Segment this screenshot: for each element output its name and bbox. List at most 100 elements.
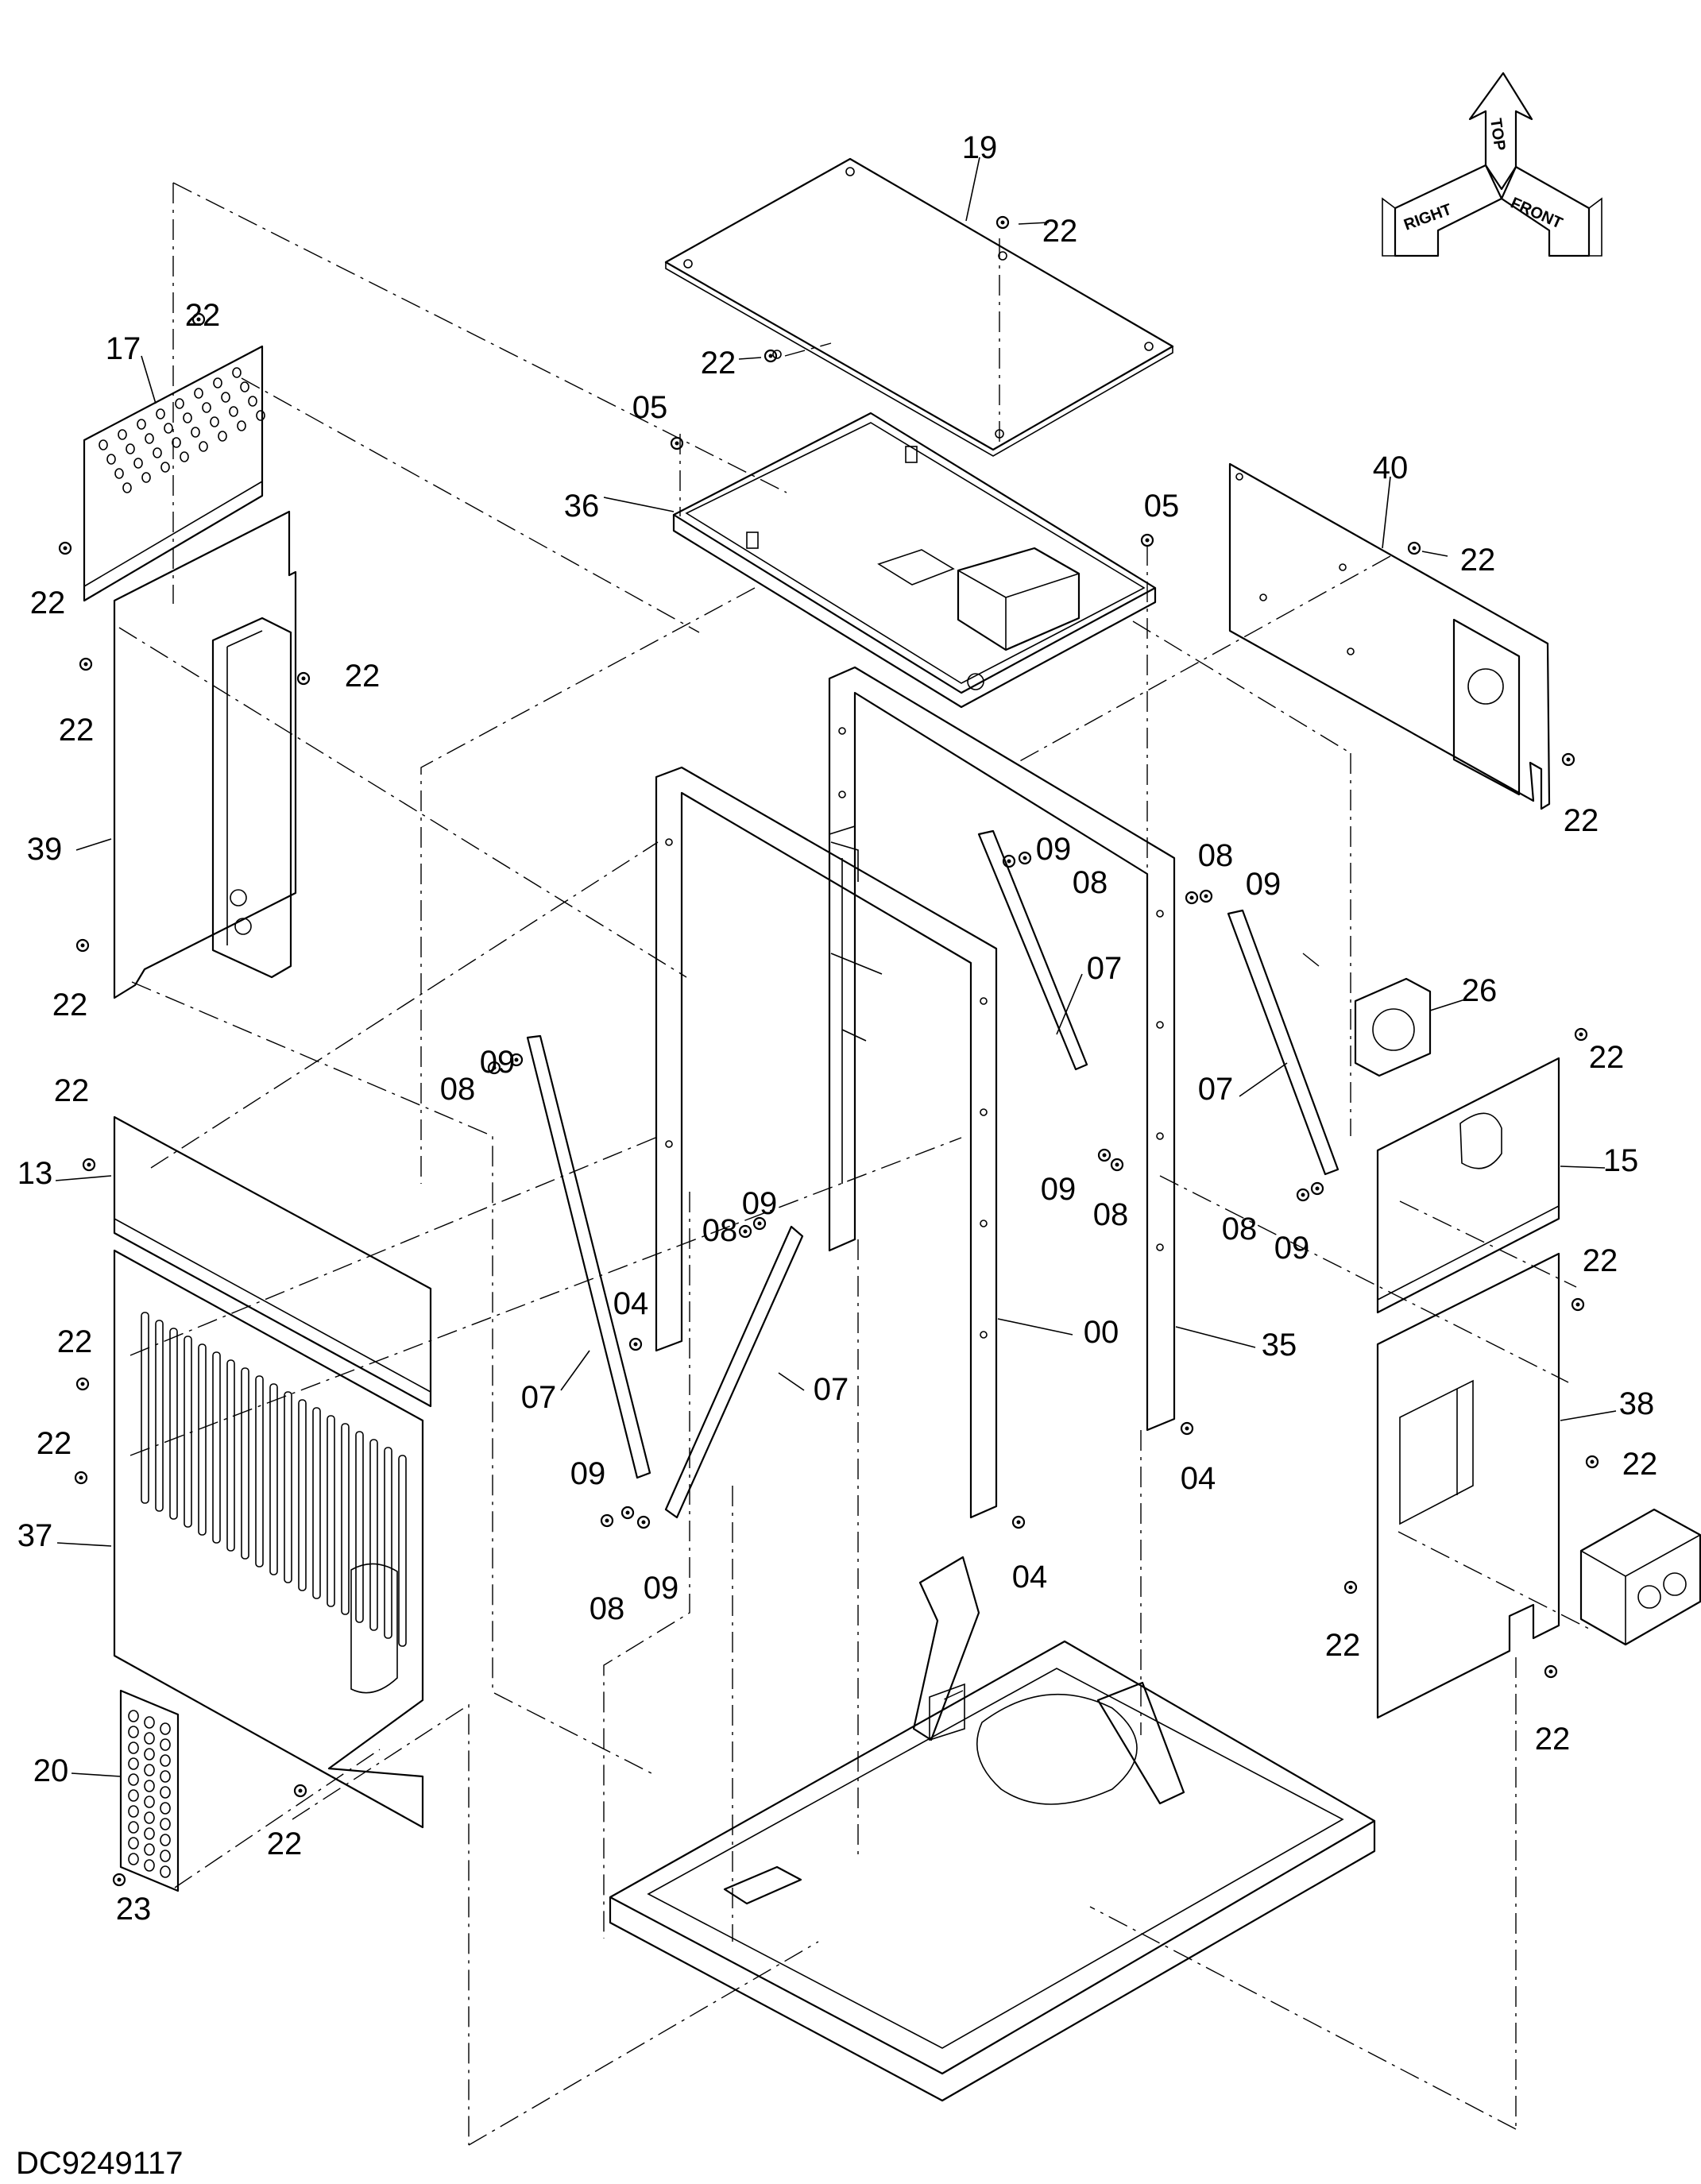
callout-label: 08	[1093, 1197, 1129, 1232]
perforation	[164, 423, 173, 434]
callout-label: 09	[742, 1186, 778, 1221]
callout-label: 15	[1603, 1143, 1639, 1178]
perforation	[128, 1741, 139, 1754]
louvre-slot	[226, 1359, 235, 1552]
perforation	[160, 1865, 171, 1878]
fasteners	[58, 215, 1599, 1887]
callout-label: 22	[267, 1826, 303, 1861]
bolt-center	[80, 1382, 85, 1386]
callout-label: 09	[644, 1571, 679, 1606]
callout-label: 26	[1462, 973, 1498, 1008]
bolt-icon	[1310, 1181, 1324, 1196]
callout-label: 22	[1583, 1243, 1618, 1278]
perforation	[160, 1738, 171, 1751]
diagonal-stays	[526, 829, 1340, 1519]
bolt-icon	[1140, 533, 1154, 547]
bolt-icon	[191, 312, 206, 327]
callout-label: 08	[1222, 1212, 1258, 1247]
perforation	[156, 408, 165, 419]
perforation	[144, 1796, 155, 1808]
perforation	[256, 410, 265, 421]
bolt-icon	[620, 1506, 635, 1520]
bolt-center	[675, 441, 679, 446]
callout-label: 19	[962, 130, 998, 165]
perforation	[202, 402, 211, 413]
bolt-center	[196, 317, 201, 322]
perforation	[144, 1748, 155, 1761]
bolt-center	[633, 1342, 638, 1347]
louvre-slot	[255, 1375, 264, 1567]
bolt-center	[768, 354, 773, 358]
bolt-center	[1189, 895, 1194, 900]
perforation	[128, 1853, 139, 1865]
callout-label: 40	[1373, 450, 1409, 485]
bolt-center	[1348, 1585, 1353, 1590]
perforation	[160, 462, 170, 473]
perforation	[128, 1805, 139, 1818]
left-side-panel	[113, 510, 297, 999]
bolt-center	[1315, 1186, 1320, 1191]
bolt-icon	[79, 657, 93, 671]
perforation	[160, 1722, 171, 1735]
louvre-slot	[369, 1439, 378, 1631]
right-middle-panel	[1376, 1057, 1560, 1314]
perforation	[144, 1811, 155, 1824]
perforation	[99, 439, 108, 450]
callout-label: 09	[570, 1456, 606, 1491]
callout-label: 20	[33, 1753, 69, 1788]
callout-label: 22	[1535, 1722, 1571, 1757]
callout-label: 09	[480, 1045, 516, 1080]
louvre-slot	[355, 1431, 364, 1623]
louvre-slot	[327, 1415, 335, 1607]
drawing-code: DC9249117	[16, 2146, 184, 2181]
bolt-center	[1579, 1032, 1583, 1037]
perforation	[183, 412, 192, 423]
louvre-slot	[384, 1447, 392, 1639]
callout-label: 05	[1144, 489, 1180, 524]
perforation	[194, 388, 203, 399]
louvre-slot	[184, 1336, 192, 1528]
bolt-center	[1204, 894, 1208, 899]
orientation-front-label: FRONT	[1508, 194, 1565, 232]
bolt-center	[79, 1475, 83, 1480]
perforation	[160, 1786, 171, 1799]
perforation	[144, 1764, 155, 1776]
callout-label: 23	[116, 1892, 152, 1927]
bolt-center	[1566, 757, 1571, 762]
grommet	[1354, 977, 1432, 1077]
louvre-slot	[241, 1367, 249, 1560]
bolt-icon	[1544, 1664, 1558, 1679]
bolt-icon	[1180, 1421, 1194, 1436]
perforation	[114, 468, 124, 479]
main-cab-frame	[655, 666, 1176, 1519]
perforation	[144, 1780, 155, 1792]
bolt-center	[743, 1229, 748, 1234]
callout-label: 04	[1012, 1560, 1048, 1595]
perforation	[232, 367, 242, 378]
floor-frame	[609, 1556, 1376, 2102]
callout-label: 13	[17, 1156, 53, 1191]
perforation	[218, 431, 227, 442]
bolt-icon	[600, 1513, 614, 1528]
bolt-center	[605, 1518, 609, 1523]
bolt-icon	[995, 215, 1010, 230]
perforation	[229, 406, 238, 417]
callout-label: 08	[440, 1072, 476, 1107]
callout-label: 22	[59, 713, 95, 748]
bolt-center	[514, 1057, 519, 1062]
perforation	[128, 1757, 139, 1770]
bolt-center	[117, 1877, 122, 1882]
callout-label: 07	[814, 1372, 849, 1407]
callout-label: 22	[37, 1426, 72, 1461]
louvre-slot	[312, 1407, 321, 1599]
grille-plate	[119, 1689, 180, 1892]
callout-label: 22	[30, 586, 66, 620]
bolt-icon	[509, 1053, 524, 1067]
callout-label: 09	[1036, 832, 1072, 867]
louvre-slot	[398, 1455, 407, 1647]
callout-label: 37	[17, 1518, 53, 1553]
louvre-slot	[341, 1423, 350, 1615]
callout-label: 22	[1589, 1040, 1625, 1075]
bolt-center	[1007, 859, 1011, 864]
